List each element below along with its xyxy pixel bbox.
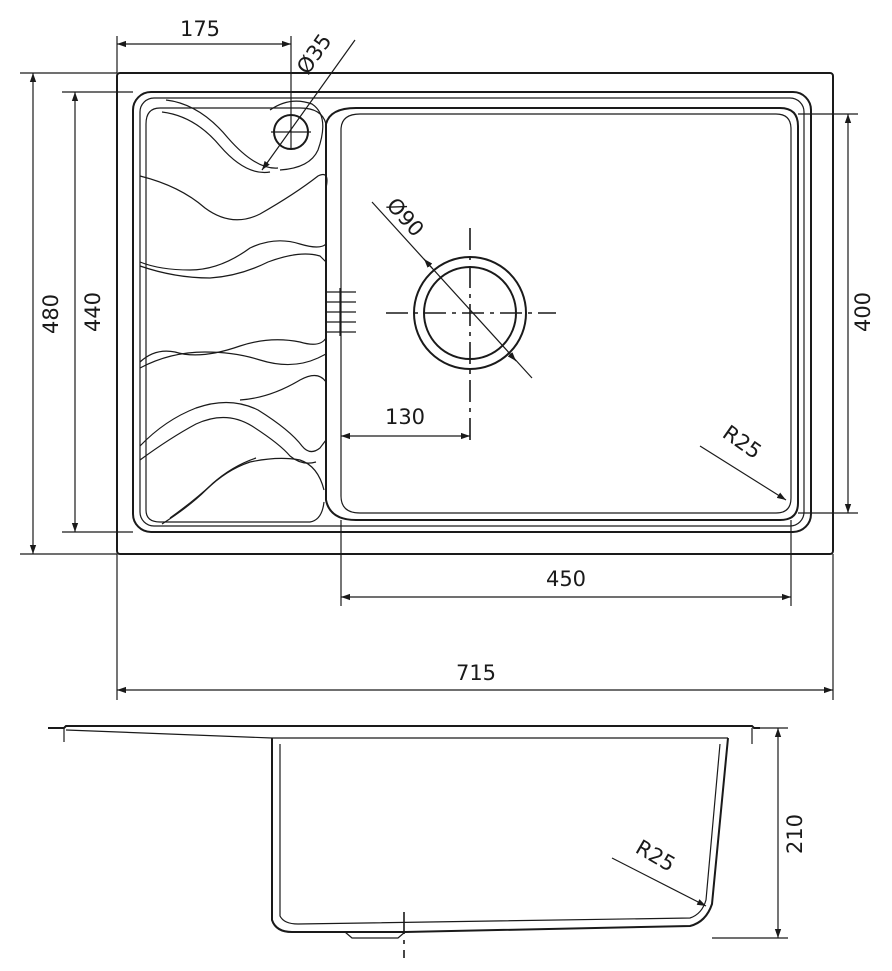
side-view-rim	[48, 725, 760, 729]
bowl-depth-label: 400	[851, 292, 875, 332]
top-view	[116, 72, 834, 555]
side-view-bowl	[271, 737, 729, 933]
sink-deck-inner-line	[139, 97, 805, 527]
tap-hole	[269, 100, 324, 171]
sink-deck-outline	[132, 91, 812, 533]
drainboard-edge	[145, 107, 327, 523]
side-view-dimensions: 210 R25	[611, 727, 807, 939]
overall-depth-outer-label: 480	[39, 294, 63, 334]
overall-depth-inner-label: 440	[81, 292, 105, 332]
side-corner-radius-label: R25	[632, 835, 680, 876]
side-view-bowl-inner	[279, 743, 721, 925]
overflow-slots	[326, 288, 356, 336]
tap-hole-diameter-label: Ø35	[292, 29, 336, 78]
drain	[386, 228, 556, 440]
tap-hole-offset-label: 175	[180, 17, 220, 41]
bowl-height-label: 210	[783, 814, 807, 854]
sink-outer-rim	[116, 72, 834, 555]
drain-offset-label: 130	[385, 405, 425, 429]
bowl-width-label: 450	[546, 567, 586, 591]
top-view-dimensions: 175 Ø35 480 440 400 Ø90 130 R25	[20, 17, 875, 700]
overall-width-label: 715	[456, 661, 496, 685]
bowl-inner-line	[340, 113, 792, 514]
bowl-outline	[325, 107, 799, 521]
drainboard-grooves	[139, 99, 328, 525]
drain-diameter-label: Ø90	[382, 193, 429, 241]
bowl-corner-radius-label: R25	[718, 421, 766, 464]
